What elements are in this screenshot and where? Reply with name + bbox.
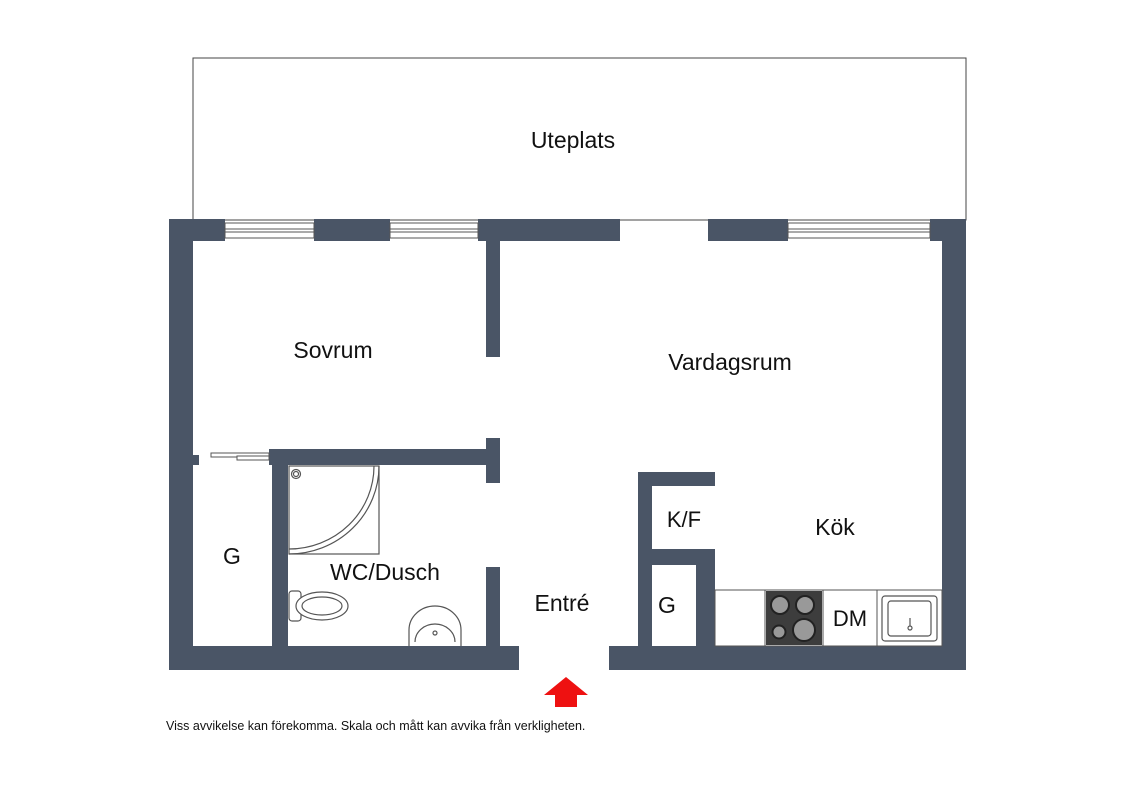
label-vardagsrum: Vardagsrum — [668, 349, 792, 375]
sliding-door — [210, 452, 270, 461]
kitchen-sink-icon — [881, 595, 938, 642]
window-1 — [224, 222, 315, 239]
wall-left — [169, 219, 193, 670]
entrance-arrow-icon — [544, 677, 588, 707]
wall-bottom-left — [169, 646, 519, 670]
wall-bath-right — [486, 567, 500, 652]
terrace-outline — [192, 57, 967, 221]
wall-bath-top — [269, 449, 500, 465]
label-dm: DM — [833, 606, 867, 631]
label-uteplats: Uteplats — [531, 127, 615, 153]
wall-g-right — [696, 549, 715, 649]
wall-top-middle — [478, 219, 620, 241]
label-g-middle: G — [658, 592, 676, 618]
wall-top-right-a — [708, 219, 788, 241]
label-kf: K/F — [667, 507, 701, 532]
label-kok: Kök — [815, 514, 855, 540]
label-g-left: G — [223, 543, 241, 569]
disclaimer-text: Viss avvikelse kan förekomma. Skala och … — [166, 719, 586, 733]
wall-bottom-right — [609, 646, 966, 670]
washbasin-icon — [408, 605, 462, 646]
stove-icon — [766, 591, 822, 645]
wall-top-between-windows — [314, 219, 390, 241]
walls — [169, 219, 966, 670]
label-entre: Entré — [535, 590, 590, 616]
window-2 — [389, 222, 479, 239]
wall-bath-left — [272, 449, 288, 654]
wall-kf-top — [638, 472, 715, 486]
wall-storage-top-stub — [193, 455, 199, 465]
wall-kf-bottom — [638, 549, 715, 565]
label-sovrum: Sovrum — [293, 337, 372, 363]
windows — [224, 222, 931, 239]
shower-icon — [288, 465, 380, 555]
toilet-icon — [288, 590, 349, 622]
wall-bedroom-living-upper — [486, 237, 500, 357]
window-3 — [787, 222, 931, 239]
wall-right — [942, 219, 966, 670]
label-wc-dusch: WC/Dusch — [330, 559, 440, 585]
